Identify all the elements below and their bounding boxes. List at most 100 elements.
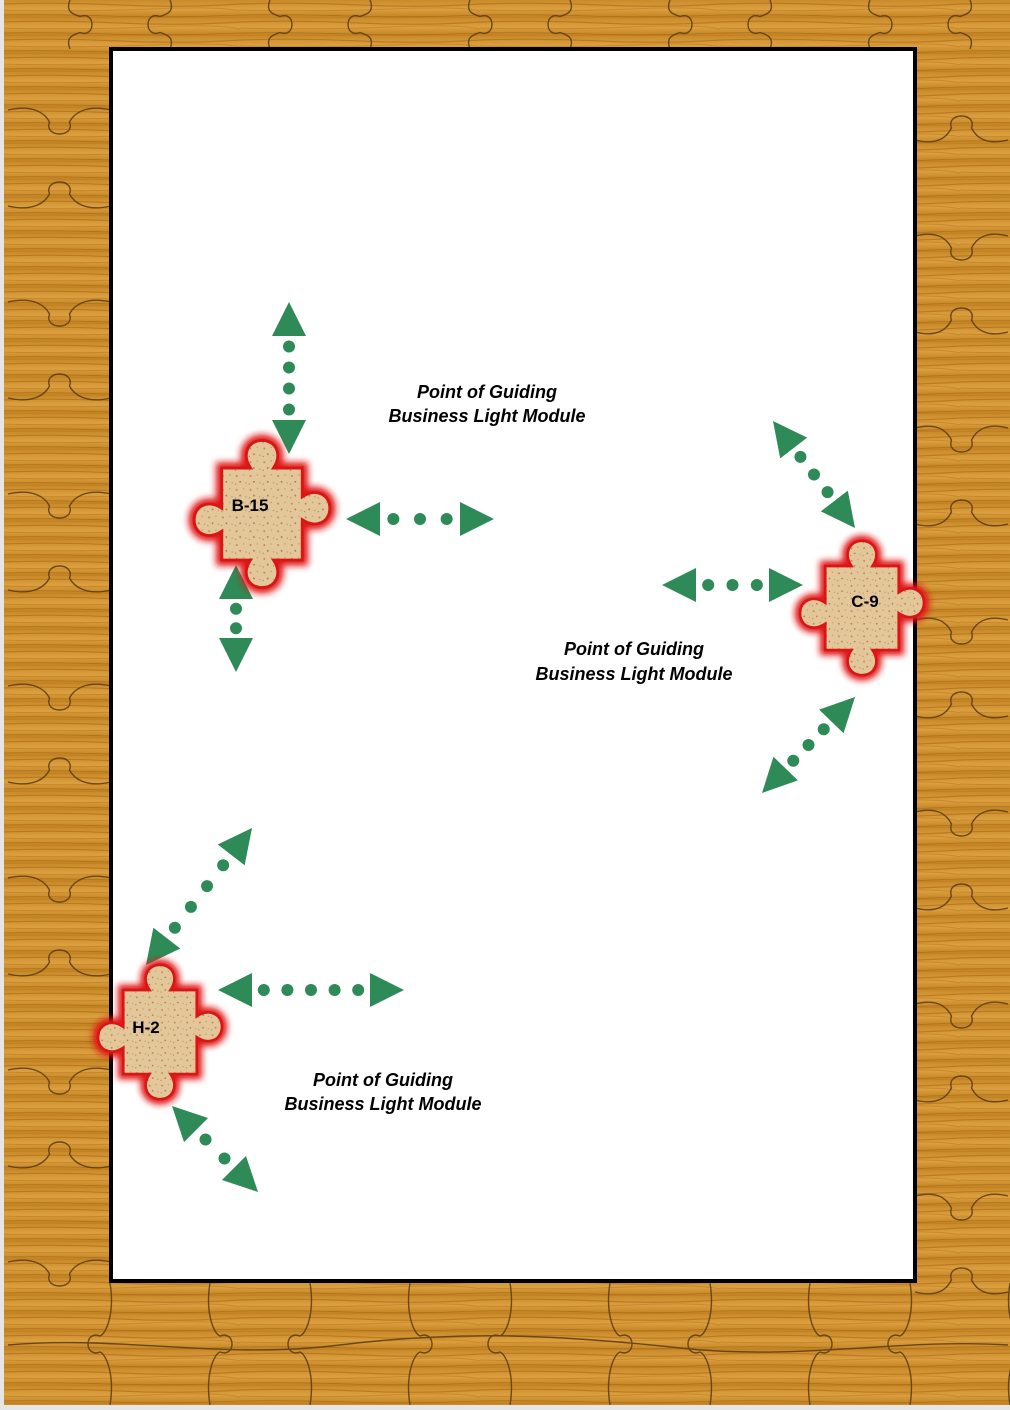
arrow-dot [726, 579, 739, 591]
frame-piece-edge [7, 757, 112, 785]
arrow-dot [440, 513, 453, 525]
frame-piece-edge [914, 617, 1009, 645]
arrow-dot [283, 340, 295, 353]
frame-piece-edge [914, 883, 1009, 911]
frame-piece-edge [267, 0, 293, 50]
arrow-dot [305, 984, 317, 996]
arrow-dot [787, 754, 800, 767]
frame-piece-edge [914, 1193, 1009, 1221]
frame-piece-edge [7, 299, 112, 327]
arrow-dot [821, 486, 834, 499]
arrow-head [146, 927, 181, 965]
arrow-head [662, 568, 696, 602]
arrow-dot [352, 984, 365, 996]
arrow-dot [414, 513, 426, 525]
arrow-dot [817, 723, 830, 736]
frame-piece-edge [914, 1001, 1009, 1029]
arrow-b15-right [346, 502, 494, 536]
arrow-dot [257, 984, 270, 996]
piece-label-c9: C-9 [851, 592, 878, 611]
frame-piece-edge [207, 1282, 233, 1406]
frame-piece-edge [7, 1067, 112, 1095]
arrow-dot [802, 739, 815, 751]
caption-1-line2: Business Light Module [388, 406, 585, 426]
frame-piece-edge [914, 691, 1009, 719]
arrow-dot [387, 513, 400, 525]
frame-jigsaw-pattern [7, 0, 1010, 1406]
arrow-head [370, 973, 404, 1007]
arrow-head [819, 697, 855, 734]
arrow-head [218, 973, 252, 1007]
arrow-head [762, 756, 798, 793]
frame-piece-edge [87, 1282, 113, 1406]
arrow-dot [199, 1133, 212, 1146]
arrow-dot [794, 450, 807, 463]
frame-piece-edge [347, 0, 373, 50]
frame-piece-edge [7, 683, 112, 711]
arrow-c9-left [662, 568, 803, 602]
frame-piece-edge [667, 0, 693, 50]
arrow-head [221, 1155, 258, 1192]
frame-piece-edge [687, 1282, 713, 1406]
arrow-head [219, 565, 253, 599]
arrow-b15-down [219, 565, 253, 672]
frame-piece-edge [914, 307, 1009, 335]
caption-1-line1: Point of Guiding [417, 382, 557, 402]
frame-piece-edge [287, 1282, 313, 1406]
arrow-h2-upper-right [146, 828, 252, 965]
frame-piece-edge [914, 1267, 1009, 1295]
arrow-head [769, 568, 803, 602]
arrow-head [217, 828, 252, 866]
frame-piece-edge [7, 1335, 1009, 1353]
frame-piece-edge [607, 1282, 633, 1406]
arrow-head [460, 502, 494, 536]
frame-piece-edge [407, 1282, 433, 1406]
frame-piece-edge [7, 181, 112, 209]
frame-piece-edge [7, 949, 112, 977]
arrow-head [820, 490, 855, 528]
frame-piece-edge [887, 1282, 913, 1406]
arrow-dot [230, 622, 242, 635]
frame-piece-edge [747, 0, 773, 50]
arrow-c9-lower-left [762, 697, 855, 793]
arrow-h2-lower-right [172, 1106, 258, 1192]
arrow-head [172, 1106, 209, 1143]
arrow-head [272, 420, 306, 454]
piece-label-b15: B-15 [232, 496, 269, 515]
arrow-dot [283, 403, 295, 416]
arrow-b15-up [272, 302, 306, 454]
frame-piece-edge [7, 1141, 112, 1169]
arrow-dot [702, 579, 715, 591]
arrow-dot [281, 984, 294, 996]
frame-piece-edge [807, 1282, 833, 1406]
arrow-dot [328, 984, 341, 996]
frame-piece-edge [7, 373, 112, 401]
frame-piece-edge [914, 499, 1009, 527]
arrow-head [346, 502, 380, 536]
arrow-dot [230, 602, 242, 615]
arrow-dot [218, 1152, 231, 1165]
frame-piece-edge [467, 0, 493, 50]
frame-piece-edge [7, 491, 112, 519]
frame-piece-edge [914, 233, 1009, 261]
frame-piece-edge [914, 115, 1009, 143]
piece-label-h2: H-2 [132, 1018, 159, 1037]
arrow-dot [808, 468, 820, 481]
arrow-c9-upper-left [773, 421, 855, 528]
frame-piece-edge [7, 1259, 112, 1287]
arrow-dot [184, 900, 197, 913]
frame-piece-edge [914, 809, 1009, 837]
arrow-head [219, 638, 253, 672]
frame-piece-edge [947, 0, 973, 50]
frame-piece-edge [7, 875, 112, 903]
frame-piece-edge [867, 0, 893, 50]
arrow-dot [283, 382, 295, 395]
frame-piece-edge [147, 0, 173, 50]
frame-piece-edge [67, 0, 93, 50]
caption-3-line1: Point of Guiding [313, 1070, 453, 1090]
arrow-head [272, 302, 306, 336]
caption-2-line1: Point of Guiding [564, 639, 704, 659]
caption-2-line2: Business Light Module [535, 664, 732, 684]
